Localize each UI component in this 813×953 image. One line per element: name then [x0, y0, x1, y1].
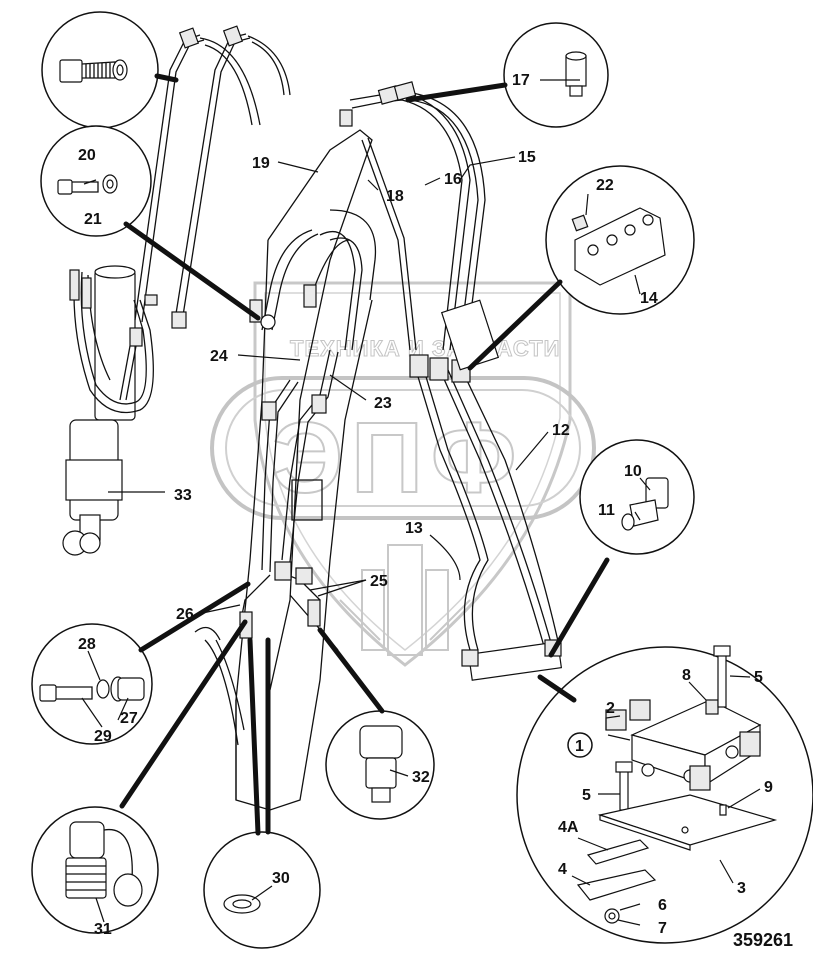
callout-4A: 4A: [558, 819, 579, 836]
callout-24: 24: [210, 348, 228, 365]
callout-31: 31: [94, 921, 112, 938]
reference-number: 359261: [733, 930, 793, 950]
callout-3: 3: [737, 880, 746, 897]
callout-15: 15: [518, 149, 536, 166]
detail-circle-20-21: [40, 125, 261, 321]
callout-33: 33: [174, 487, 192, 504]
detail-circle-27-28-29: [31, 581, 251, 745]
callout-2: 2: [606, 700, 615, 717]
detail-circle-manifold: [516, 645, 813, 944]
detail-circle-32: [317, 627, 435, 820]
callout-5-top: 5: [754, 669, 763, 686]
callout-13: 13: [405, 520, 423, 537]
callout-9: 9: [764, 779, 773, 796]
callout-6: 6: [658, 897, 667, 914]
callout-17: 17: [512, 72, 530, 89]
callout-29: 29: [94, 728, 112, 745]
callout-12: 12: [552, 422, 570, 439]
callout-1: 1: [575, 738, 584, 755]
callout-16: 16: [444, 171, 462, 188]
callout-23: 23: [374, 395, 392, 412]
callout-5-bottom: 5: [582, 787, 591, 804]
callout-18: 18: [386, 188, 404, 205]
detail-circle-14-22: [467, 165, 695, 371]
callout-22: 22: [596, 177, 614, 194]
callout-8: 8: [682, 667, 691, 684]
callout-19: 19: [252, 155, 270, 172]
leader-lines: [81, 79, 761, 926]
callout-4: 4: [558, 861, 567, 878]
callout-10: 10: [624, 463, 642, 480]
watermark-logo-text: ЭПФ: [272, 402, 524, 514]
callout-1-circled: 1: [567, 732, 593, 758]
callout-7: 7: [658, 920, 667, 937]
detail-circle-10-11: [548, 439, 695, 658]
cylinder-hoses: [69, 269, 154, 414]
hydraulic-cylinder: [62, 265, 136, 556]
callout-26: 26: [176, 606, 194, 623]
callout-21: 21: [84, 211, 102, 228]
callout-27: 27: [120, 710, 138, 727]
callout-11: 11: [598, 502, 615, 519]
upper-pipes: [119, 25, 291, 401]
callout-28: 28: [78, 636, 96, 653]
lower-hoses: [239, 349, 339, 639]
hoses-12-13: [409, 299, 563, 681]
detail-circle-17: [405, 22, 609, 128]
watermark: ТЕХНИКА И ЗАПЧАСТИ ЭПФ: [210, 281, 596, 667]
callout-32: 32: [412, 769, 430, 786]
detail-circle-30: [203, 637, 321, 949]
detail-circle-31: [31, 619, 248, 934]
callout-25: 25: [370, 573, 388, 590]
callout-labels: 17 15 16 18 19 20 21 22 14 24 23 12 10 1…: [78, 72, 773, 938]
callout-20: 20: [78, 147, 96, 164]
detail-circle-bolt: [41, 11, 179, 129]
callout-14: 14: [640, 290, 658, 307]
callout-30: 30: [272, 870, 290, 887]
